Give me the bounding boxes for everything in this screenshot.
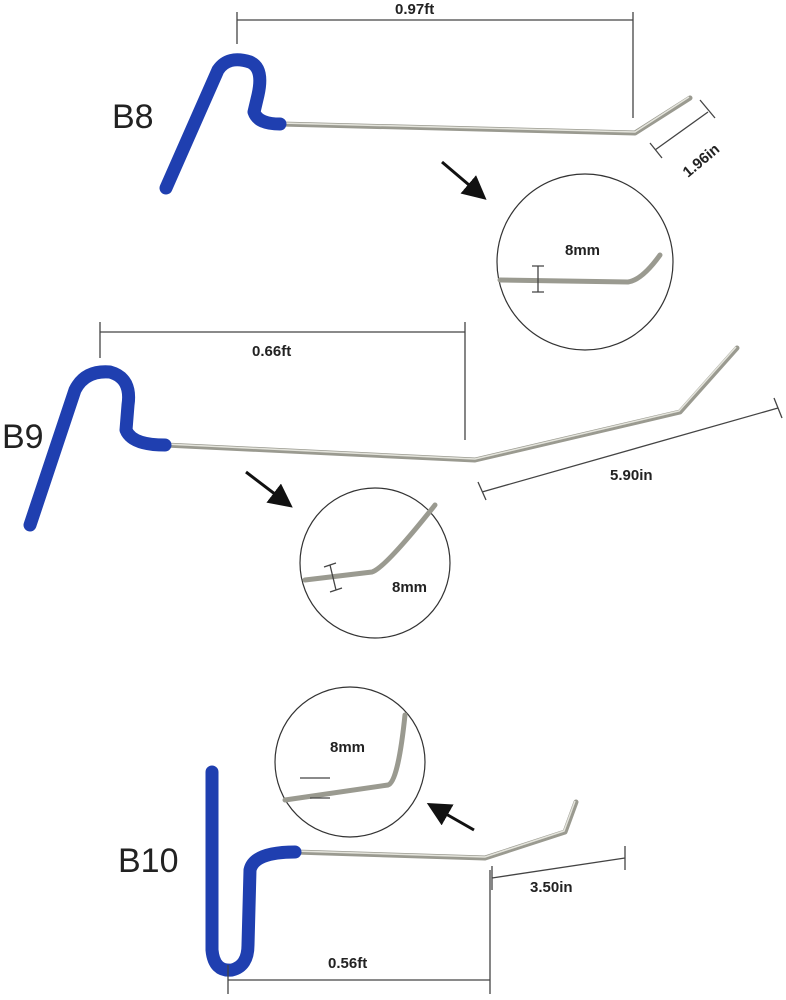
detail-circle [274,686,426,838]
model-label: B8 [112,98,154,136]
model-label: B10 [118,842,179,880]
rod-highlight [294,800,576,858]
detail-rod [282,712,408,803]
diameter-label: 8mm [392,579,427,596]
diameter-label: 8mm [330,739,365,756]
blue-handle [23,365,172,532]
length-label: 0.66ft [252,343,291,360]
length-dimension-line [236,12,634,118]
diameter-label: 8mm [565,242,600,259]
arrow-icon [245,470,293,508]
tip-dimension-line [491,846,626,890]
tip-dimension-line [649,99,716,159]
detail-rod [497,252,663,285]
diameter-marker [323,562,343,593]
arrow-icon [426,803,475,832]
tool-b9: B9 0.66ft 5.90in 8mm [2,322,783,639]
diameter-marker [532,265,544,293]
rod-highlight [164,346,737,460]
detail-circle [496,173,674,351]
rod [292,799,579,861]
blue-handle [205,765,302,977]
rod [277,95,693,136]
length-dimension-line [99,322,466,440]
detail-circle [299,487,451,639]
arrow-icon [441,160,487,200]
tip-dimension-line [477,397,783,501]
model-label: B9 [2,418,44,456]
length-dimension-line [227,870,491,994]
blue-handle [159,53,287,195]
tool-b10: B10 8mm 3.50in 0.56ft [118,686,626,994]
length-label: 0.56ft [328,955,367,972]
detail-rod [302,502,438,583]
rod [162,345,740,463]
rod-highlight [279,96,690,133]
tip-length-label: 1.96in [680,141,724,181]
tip-length-label: 5.90in [610,467,653,484]
length-label: 0.97ft [395,1,434,18]
tool-b8: B8 0.97ft 1.96in 8mm [112,1,724,351]
tip-length-label: 3.50in [530,879,573,896]
diameter-marker [300,777,330,799]
